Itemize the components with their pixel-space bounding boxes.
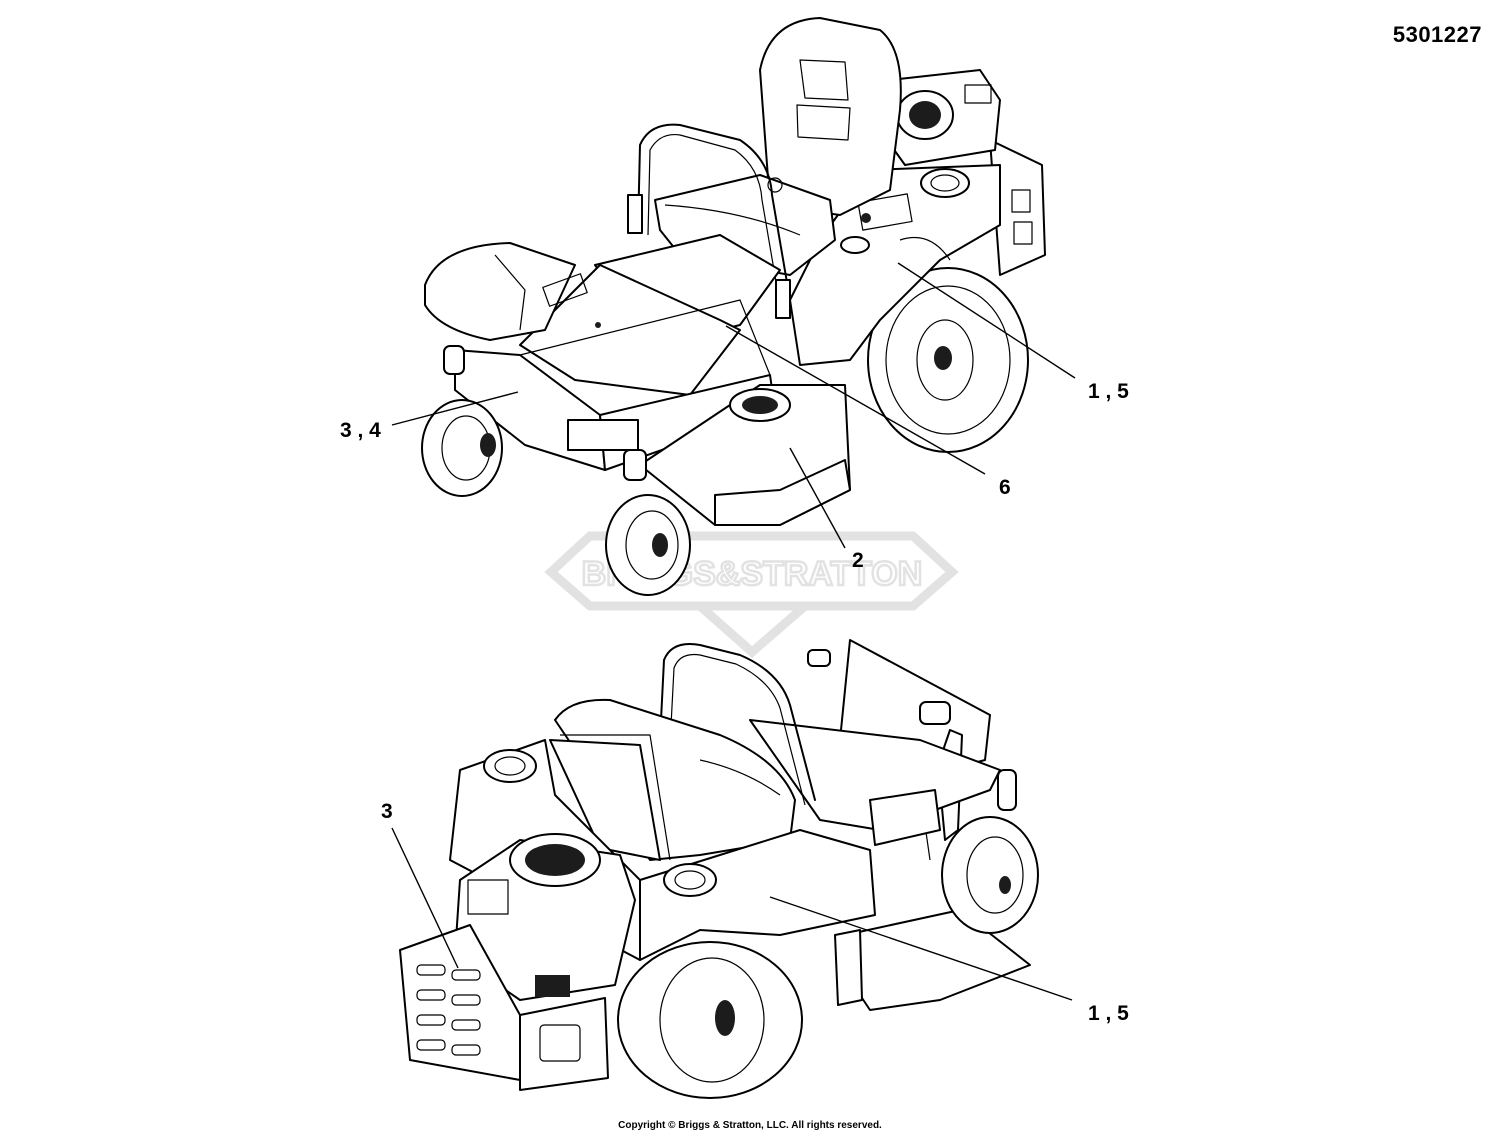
callout-3-rear: 3 (381, 800, 393, 823)
rear-view-engine (454, 833, 636, 1001)
caster-wheel-left (421, 345, 503, 497)
rear-view-engine-guard (399, 924, 609, 1091)
copyright-notice: Copyright © Briggs & Stratton, LLC. All … (618, 1120, 882, 1131)
caster-wheel-right (605, 449, 691, 596)
front-view-callouts: 1 , 5 3 , 4 6 2 (340, 380, 1129, 572)
drawing-number: 5301227 (1392, 22, 1482, 47)
rear-view-callouts: 3 1 , 5 (381, 800, 1129, 1025)
mower-deck (639, 384, 851, 526)
rear-view-leaders (391, 827, 1073, 1001)
front-view-drawing (421, 17, 1046, 596)
rear-view-caster-wheel (941, 769, 1039, 934)
body-fender (789, 164, 1001, 366)
front-arm-left (424, 242, 588, 341)
lap-bar (627, 123, 791, 319)
seat (654, 17, 902, 276)
callout-1-5-front: 1 , 5 (1088, 380, 1129, 403)
callout-6: 6 (999, 476, 1011, 499)
engine-guard (989, 139, 1046, 276)
callout-3-4: 3 , 4 (340, 419, 381, 442)
rear-tire (617, 941, 803, 1099)
frame-rail (749, 719, 1001, 846)
rear-wheel-right (867, 267, 1029, 453)
callout-2: 2 (852, 549, 864, 572)
roll-bar (659, 643, 831, 806)
rear-view-seat (549, 698, 796, 861)
rear-view-drawing (399, 639, 1039, 1099)
callout-1-5-rear: 1 , 5 (1088, 1002, 1129, 1025)
front-view-leaders (391, 262, 1076, 549)
